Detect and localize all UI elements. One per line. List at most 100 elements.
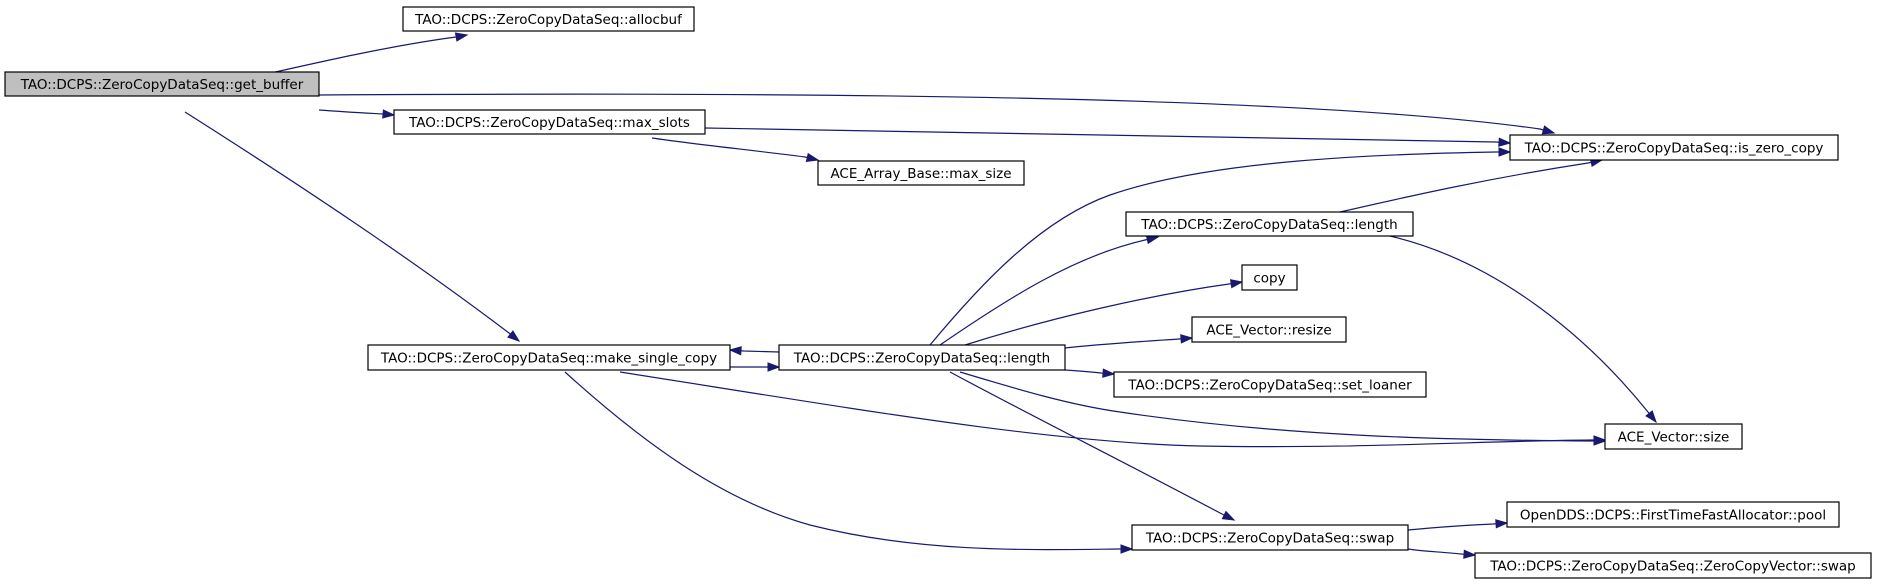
node-box [1113,371,1427,398]
edge-length_top-to-vec_size [1389,235,1657,424]
edge-line [939,236,1159,346]
edge-get_buffer-to-max_slots [318,109,396,119]
edges-layer [184,32,1657,559]
arrow-head-icon [507,330,521,342]
arrow-head-icon [1645,410,1657,424]
node-box [1604,423,1743,450]
arrow-head-icon [805,152,820,163]
node-length-top[interactable]: TAO::DCPS::ZeroCopyDataSeq::length [1125,211,1414,237]
edge-max_slots-to-is_zero_copy [704,127,1512,147]
node-label: TAO::DCPS::ZeroCopyDataSeq::allocbuf [414,12,683,28]
node-label: OpenDDS::DCPS::FirstTimeFastAllocator::p… [1520,508,1826,524]
edge-get_buffer-to-is_zero_copy [318,93,1556,135]
node-max-size[interactable]: ACE_Array_Base::max_size [817,160,1025,186]
edge-line [1407,548,1476,556]
node-label: TAO::DCPS::ZeroCopyDataSeq::swap [1145,531,1394,547]
edge-line [1339,159,1603,213]
edge-line [1064,369,1115,375]
edge-length_mid-to-vec_size [959,371,1607,446]
arrow-head-icon [454,32,469,42]
node-label: ACE_Array_Base::max_size [830,166,1011,182]
node-zcv-swap[interactable]: TAO::DCPS::ZeroCopyDataSeq::ZeroCopyVect… [1474,552,1872,579]
edge-make_single_copy-to-vec_size [619,371,1607,448]
edge-line [564,371,1132,551]
node-box [778,344,1066,371]
node-copy[interactable]: copy [1241,264,1298,291]
node-get-buffer[interactable]: TAO::DCPS::ZeroCopyDataSeq::get_buffer [4,71,320,97]
node-box [1125,211,1414,237]
node-label: TAO::DCPS::ZeroCopyDataSeq::set_loaner [1127,378,1412,394]
edge-line [959,371,1605,442]
edge-length_mid-to-copy [964,279,1244,346]
edge-get_buffer-to-make_single_copy [184,111,521,342]
node-box [1506,501,1840,528]
node-box [402,6,695,32]
arrow-head-icon [728,346,742,356]
node-set-loaner[interactable]: TAO::DCPS::ZeroCopyDataSeq::set_loaner [1113,371,1427,398]
edge-line [318,93,1555,134]
edge-length_mid-to-set_loaner [1064,368,1116,378]
arrow-head-icon [1102,368,1116,378]
edge-swap-to-pool [1407,519,1509,531]
node-box [1509,134,1839,161]
node-label: copy [1253,271,1285,287]
node-length-mid[interactable]: TAO::DCPS::ZeroCopyDataSeq::length [778,344,1066,371]
node-label: ACE_Vector::resize [1206,323,1331,339]
edge-line [1389,235,1657,423]
arrow-head-icon [1498,147,1512,157]
node-box [817,160,1025,186]
arrow-head-icon [1495,519,1509,529]
edge-length_mid-to-make_single_copy [728,346,780,356]
node-label: TAO::DCPS::ZeroCopyDataSeq::ZeroCopyVect… [1489,559,1856,575]
edge-line [1407,522,1508,531]
node-label: TAO::DCPS::ZeroCopyDataSeq::max_slots [408,115,690,131]
node-make-single-copy[interactable]: TAO::DCPS::ZeroCopyDataSeq::make_single_… [367,344,731,371]
node-box [1474,552,1872,579]
node-is-zero-copy[interactable]: TAO::DCPS::ZeroCopyDataSeq::is_zero_copy [1509,134,1839,161]
edge-length_mid-to-is_zero_copy [929,147,1512,346]
edge-line [184,111,520,342]
arrow-head-icon [1463,549,1477,559]
node-max-slots[interactable]: TAO::DCPS::ZeroCopyDataSeq::max_slots [393,109,706,135]
edge-length_top-to-is_zero_copy [1339,157,1604,213]
edge-length_mid-to-swap [949,371,1236,521]
node-box [4,71,320,97]
node-box [1241,264,1298,291]
node-box [367,344,731,371]
edge-make_single_copy-to-length_mid [730,362,781,372]
edge-swap-to-zcv_swap [1407,548,1477,559]
node-resize[interactable]: ACE_Vector::resize [1191,316,1347,343]
node-label: TAO::DCPS::ZeroCopyDataSeq::make_single_… [380,351,717,367]
node-box [1131,524,1409,551]
arrow-head-icon [1221,510,1236,521]
arrow-head-icon [1180,334,1194,344]
edge-line [949,371,1235,521]
edge-line [1064,337,1193,349]
node-vec-size[interactable]: ACE_Vector::size [1604,423,1743,450]
edge-length_mid-to-resize [1064,334,1194,349]
node-allocbuf[interactable]: TAO::DCPS::ZeroCopyDataSeq::allocbuf [402,6,695,32]
arrow-head-icon [1229,279,1244,289]
edge-line [704,127,1511,144]
edge-max_slots-to-max_size [651,137,820,163]
node-label: TAO::DCPS::ZeroCopyDataSeq::get_buffer [20,77,304,93]
node-box [1191,316,1347,343]
node-box [393,109,706,135]
edge-make_single_copy-to-swap [564,371,1134,554]
edge-line [964,281,1243,346]
nodes-layer: TAO::DCPS::ZeroCopyDataSeq::get_bufferTA… [4,6,1872,579]
node-label: ACE_Vector::size [1618,430,1730,446]
edge-line [929,151,1510,346]
node-label: TAO::DCPS::ZeroCopyDataSeq::length [793,351,1050,367]
arrow-head-icon [1541,125,1556,135]
arrow-head-icon [382,109,396,119]
arrow-head-icon [1498,137,1512,147]
arrow-head-icon [1593,436,1607,446]
node-swap[interactable]: TAO::DCPS::ZeroCopyDataSeq::swap [1131,524,1409,551]
node-label: TAO::DCPS::ZeroCopyDataSeq::length [1140,217,1397,233]
edge-length_mid-to-length_top [939,234,1160,346]
arrow-head-icon [1145,234,1160,245]
arrow-head-icon [767,362,781,372]
node-pool[interactable]: OpenDDS::DCPS::FirstTimeFastAllocator::p… [1506,501,1840,528]
